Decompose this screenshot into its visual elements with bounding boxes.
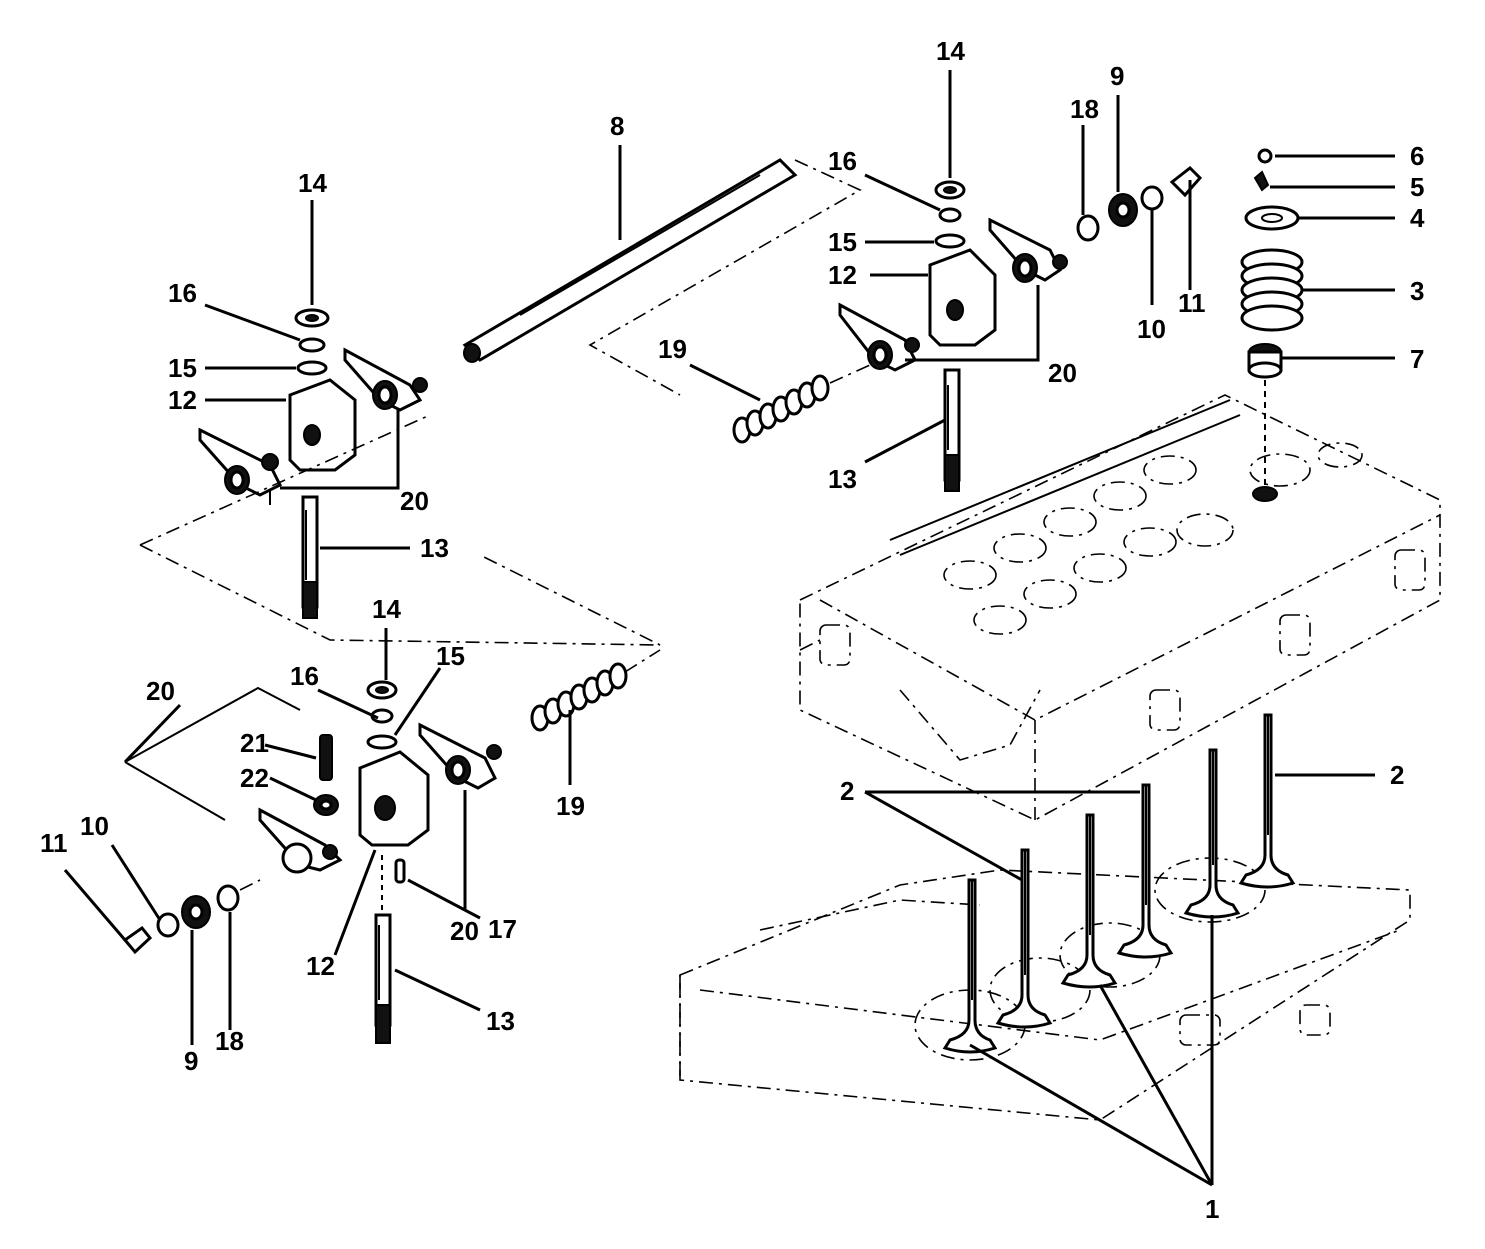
callout-13: 13 <box>828 464 857 494</box>
callout-10: 10 <box>1137 314 1166 344</box>
callout-13: 13 <box>486 1006 515 1036</box>
callout-14: 14 <box>372 594 401 624</box>
callout-22: 22 <box>240 763 269 793</box>
rocker-spring-left <box>530 649 661 732</box>
engine-block <box>679 857 1411 1121</box>
rocker-shaft <box>462 158 862 396</box>
callout-11: 11 <box>40 828 68 858</box>
callout-17: 17 <box>488 914 517 944</box>
valve-spring-assembly <box>1240 148 1304 379</box>
callout-5: 5 <box>1410 172 1424 202</box>
callout-14: 14 <box>936 36 965 66</box>
cylinder-head <box>799 380 1441 821</box>
callout-3: 3 <box>1410 276 1424 306</box>
callout-12: 12 <box>828 260 857 290</box>
callout-12: 12 <box>306 951 335 981</box>
leader-lines <box>63 70 1395 1187</box>
callout-2: 2 <box>1390 760 1404 790</box>
callout-2: 2 <box>840 776 854 806</box>
rocker-assembly-lower-left <box>122 680 502 1044</box>
rocker-assembly-upper-left <box>139 308 661 646</box>
rocker-assembly-upper-right <box>838 166 1203 492</box>
callout-19: 19 <box>556 791 585 821</box>
callout-6: 6 <box>1410 141 1424 171</box>
callout-18: 18 <box>215 1026 244 1056</box>
callout-13: 13 <box>420 533 449 563</box>
callout-10: 10 <box>80 811 109 841</box>
callout-19: 19 <box>658 334 687 364</box>
callout-16: 16 <box>168 278 197 308</box>
callout-11: 11 <box>1178 288 1206 318</box>
callout-15: 15 <box>168 353 197 383</box>
callout-15: 15 <box>436 641 465 671</box>
callout-16: 16 <box>290 661 319 691</box>
callout-8: 8 <box>610 111 624 141</box>
callout-4: 4 <box>1410 203 1425 233</box>
callout-20: 20 <box>1048 358 1077 388</box>
callout-20: 20 <box>400 486 429 516</box>
callout-9: 9 <box>184 1046 198 1076</box>
callout-9: 9 <box>1110 61 1124 91</box>
callout-20: 20 <box>146 676 175 706</box>
callout-16: 16 <box>828 146 857 176</box>
callout-12: 12 <box>168 385 197 415</box>
callout-18: 18 <box>1070 94 1099 124</box>
callout-15: 15 <box>828 227 857 257</box>
callout-labels: 14 16 15 12 20 13 8 19 14 16 15 12 20 13… <box>40 36 1425 1224</box>
callout-7: 7 <box>1410 344 1424 374</box>
callout-14: 14 <box>298 168 327 198</box>
callout-20: 20 <box>450 916 479 946</box>
callout-1: 1 <box>1205 1194 1219 1224</box>
callout-21: 21 <box>240 728 269 758</box>
valve-set <box>942 713 1296 1054</box>
rocker-spring-right <box>732 364 871 444</box>
